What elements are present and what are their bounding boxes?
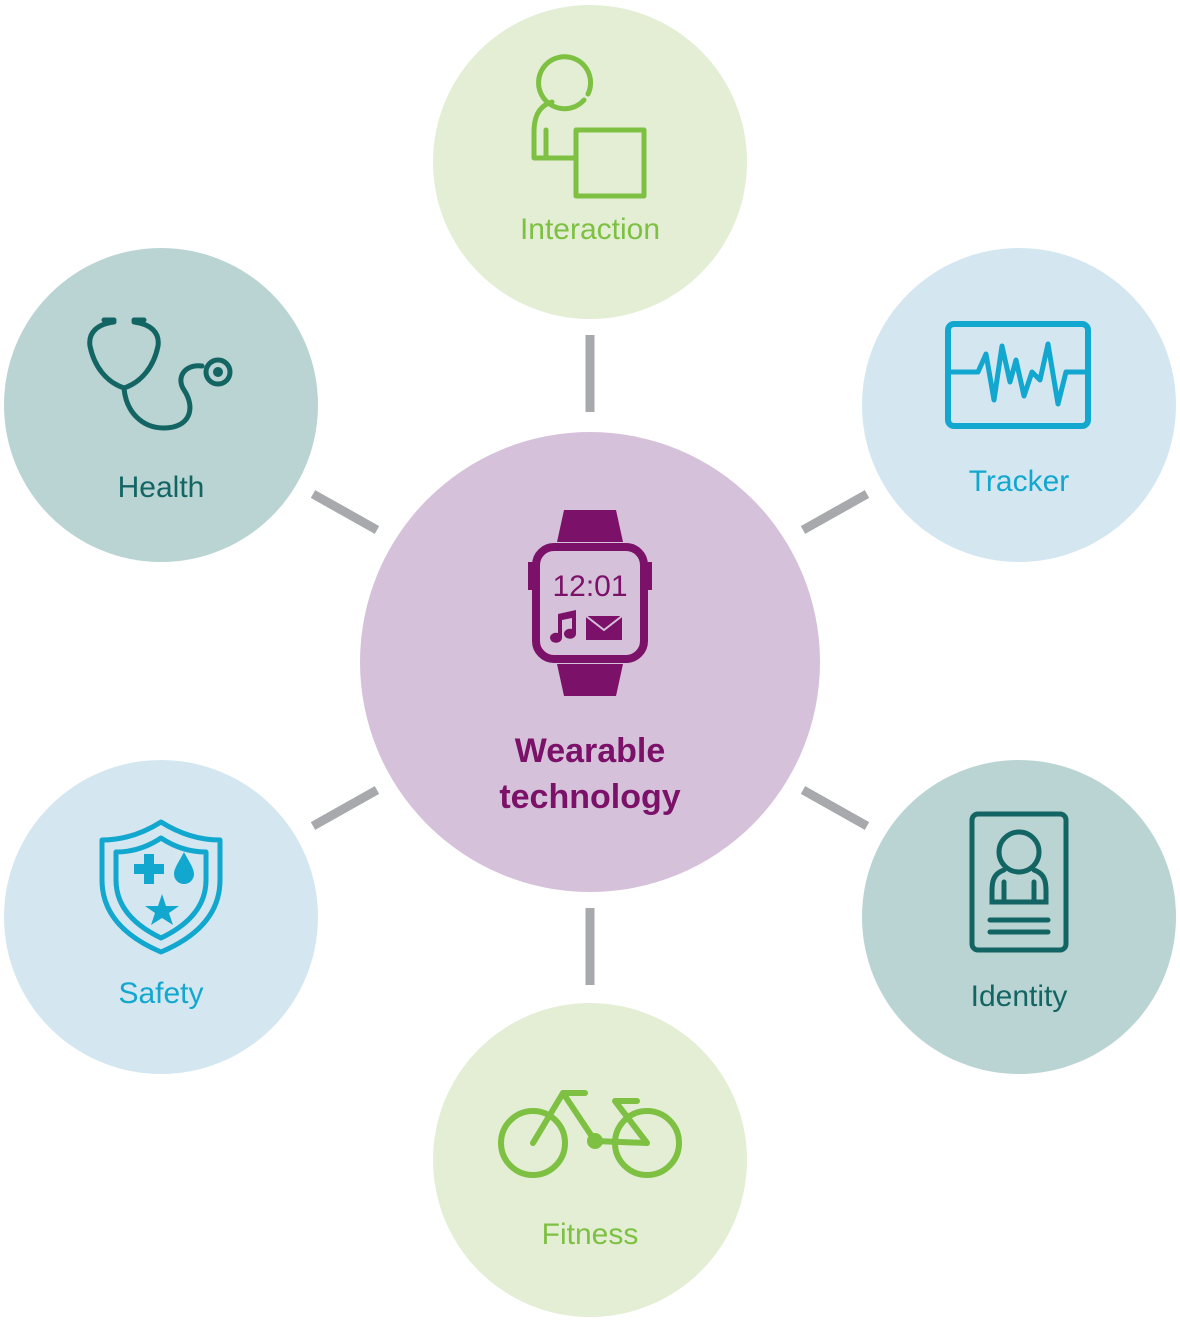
stethoscope-icon	[87, 317, 233, 431]
connector-tracker	[800, 490, 870, 534]
label-identity: Identity	[970, 980, 1068, 1013]
node-health: Health	[4, 248, 318, 562]
shield-icon	[99, 819, 223, 955]
watch-time: 12:01	[552, 570, 627, 603]
connector-safety	[310, 786, 380, 830]
center-title: Wearable technology	[360, 728, 820, 820]
bicycle-icon	[498, 1090, 682, 1178]
connector-identity	[800, 786, 870, 830]
center-node: 12:01 Wearable technology	[360, 432, 820, 892]
node-tracker: Tracker	[862, 248, 1176, 562]
connector-health	[310, 490, 380, 534]
label-health: Health	[117, 471, 205, 504]
id-card-icon	[969, 811, 1069, 953]
label-tracker: Tracker	[968, 465, 1070, 498]
node-interaction: Interaction	[433, 5, 747, 319]
node-fitness: Fitness	[433, 1003, 747, 1317]
center-title-line1: Wearable	[514, 732, 666, 770]
person-with-screen-icon	[531, 54, 647, 199]
mail-icon	[585, 615, 623, 640]
music-note-icon	[550, 610, 576, 643]
node-identity: Identity	[862, 760, 1176, 1074]
heart-rate-monitor-icon	[945, 321, 1091, 429]
label-fitness: Fitness	[541, 1218, 639, 1251]
center-title-line2: technology	[499, 778, 681, 816]
node-safety: Safety	[4, 760, 318, 1074]
label-interaction: Interaction	[519, 213, 661, 246]
label-safety: Safety	[118, 977, 204, 1010]
smartwatch-icon: 12:01	[528, 510, 652, 696]
